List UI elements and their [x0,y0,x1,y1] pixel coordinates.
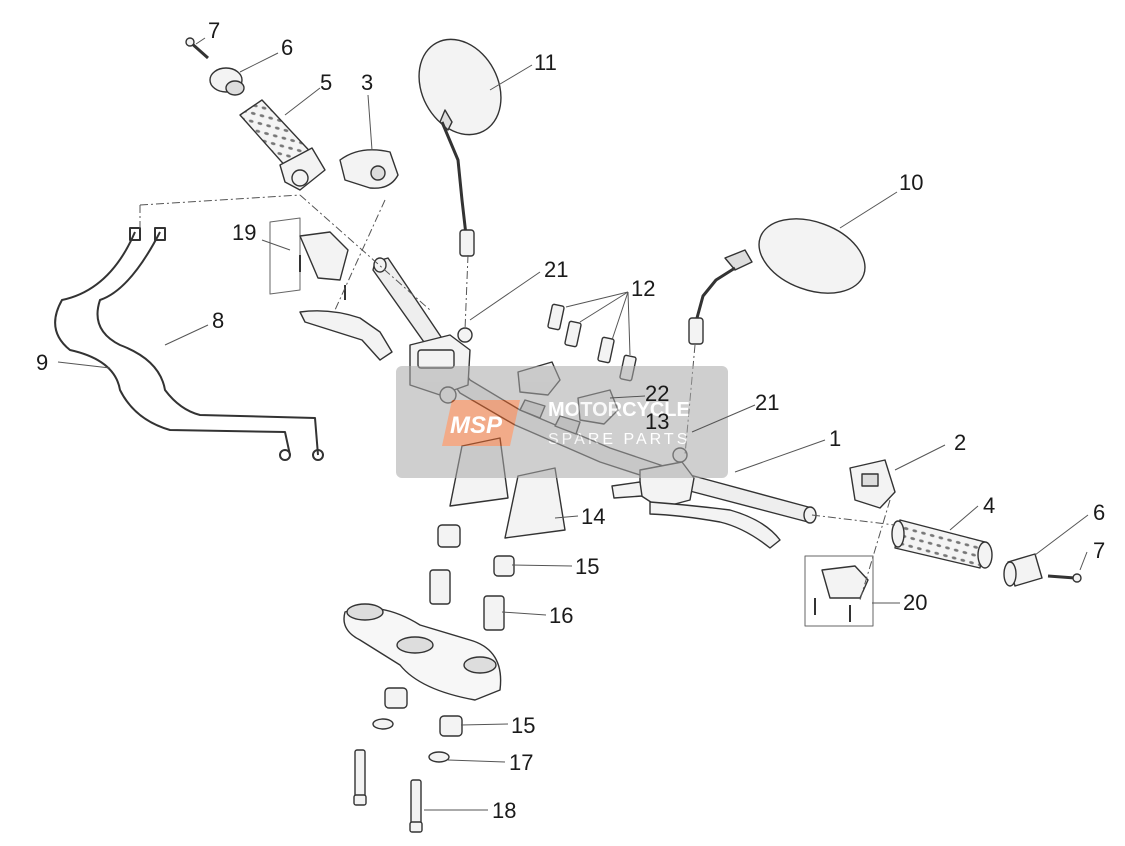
riser-bolts [353,749,423,833]
clamp-screws [547,303,637,382]
left-throttle-grip-part [239,99,326,191]
left-mirror-part [418,38,502,257]
left-bar-end-screw [185,37,209,60]
right-bar-end-weight [1003,553,1043,587]
callout-15-upper: 15 [575,554,599,579]
callout-19: 19 [232,220,256,245]
callout-11: 11 [534,50,557,75]
riser-bushings [384,524,515,737]
washers [372,718,450,763]
triple-clamp [343,603,502,701]
callout-13: 13 [645,409,669,434]
callout-15-lower: 15 [511,713,535,738]
callout-6-left: 6 [281,35,293,60]
callout-17: 17 [509,750,533,775]
watermark-line2: SPARE PARTS [548,431,690,448]
watermark-line1: MOTORCYCLE [548,399,690,421]
callout-2: 2 [954,430,966,455]
callout-9: 9 [36,350,48,375]
callout-4: 4 [983,493,995,518]
left-cable-bracket [269,217,349,300]
right-switch-bracket [804,555,874,627]
left-bar-end-weight [209,67,245,96]
callout-6-right: 6 [1093,500,1105,525]
callout-21-left: 21 [544,257,568,282]
leader-lines [57,37,1089,811]
callout-7-right: 7 [1093,538,1105,563]
callout-8: 8 [212,308,224,333]
callout-3: 3 [361,70,373,95]
callout-16: 16 [549,603,573,628]
callout-21-right: 21 [755,390,779,415]
callout-1: 1 [829,426,841,451]
left-switch-housing [339,149,399,189]
callout-14: 14 [581,504,605,529]
callout-20: 20 [903,590,927,615]
right-switch-housing [849,459,896,509]
right-mirror-part [688,218,866,345]
callout-18: 18 [492,798,516,823]
callout-7-left: 7 [208,18,220,43]
callout-22: 22 [645,381,669,406]
callout-5: 5 [320,70,332,95]
right-grip-part [891,519,993,569]
watermark-logo: MSP [450,412,503,439]
callout-labels: 7 6 5 3 11 10 19 8 9 21 12 22 13 21 1 2 … [36,18,1105,823]
callout-10: 10 [899,170,923,195]
throttle-cables [54,227,324,461]
callout-12: 12 [631,276,655,301]
right-bar-end-screw [1047,573,1082,583]
watermark: MSP MOTORCYCLE SPARE PARTS [396,366,728,478]
